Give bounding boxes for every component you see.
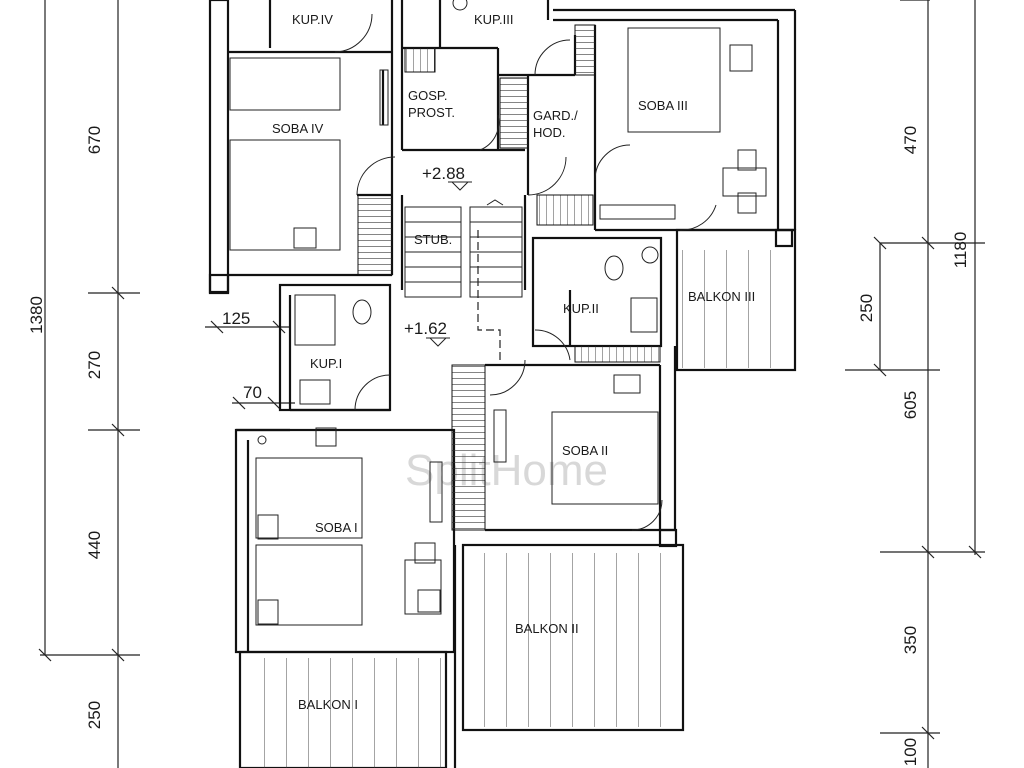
dim-270: 270 <box>85 351 104 379</box>
staircase <box>404 199 523 360</box>
label-kup-iii: KUP.III <box>474 12 514 27</box>
dim-605: 605 <box>901 391 920 419</box>
label-soba-iii: SOBA III <box>638 98 688 113</box>
room-labels: KUP.IV KUP.III SOBA III GOSP. PROST. GAR… <box>272 12 755 712</box>
doors <box>334 13 717 531</box>
label-balkon-i: BALKON I <box>298 697 358 712</box>
label-kup-ii: KUP.II <box>563 301 599 316</box>
label-soba-i: SOBA I <box>315 520 358 535</box>
level-markers <box>426 181 472 347</box>
label-gard-line1: GARD./ <box>533 108 578 123</box>
dim-100: 100 <box>901 738 920 766</box>
dim-250-right: 250 <box>857 294 876 322</box>
furniture <box>229 0 767 626</box>
label-gosp-line2: PROST. <box>408 105 455 120</box>
label-kup-i: KUP.I <box>310 356 342 371</box>
dim-70: 70 <box>243 383 262 402</box>
label-stub: STUB. <box>414 232 452 247</box>
label-kup-iv: KUP.IV <box>292 12 333 27</box>
dim-1380: 1380 <box>27 296 46 334</box>
dim-250: 250 <box>85 701 104 729</box>
inner-dimensions: 125 70 <box>205 309 295 410</box>
label-level-upper: +2.88 <box>422 164 465 183</box>
dim-670: 670 <box>85 126 104 154</box>
hatched-walls <box>357 24 661 531</box>
label-level-lower: +1.62 <box>404 319 447 338</box>
label-soba-iv: SOBA IV <box>272 121 324 136</box>
label-balkon-iii: BALKON III <box>688 289 755 304</box>
dim-125: 125 <box>222 309 250 328</box>
label-gard-line2: HOD. <box>533 125 566 140</box>
dim-1180: 1180 <box>951 232 970 269</box>
left-dimensions: 670 1380 270 440 250 <box>27 0 140 768</box>
label-gosp-line1: GOSP. <box>408 88 448 103</box>
dim-440: 440 <box>85 531 104 559</box>
balcony-decking <box>243 250 792 768</box>
right-dimensions: 470 1180 250 605 350 100 <box>845 0 985 768</box>
label-soba-ii: SOBA II <box>562 443 608 458</box>
dim-470: 470 <box>901 126 920 154</box>
label-balkon-ii: BALKON II <box>515 621 579 636</box>
dim-350: 350 <box>901 626 920 654</box>
